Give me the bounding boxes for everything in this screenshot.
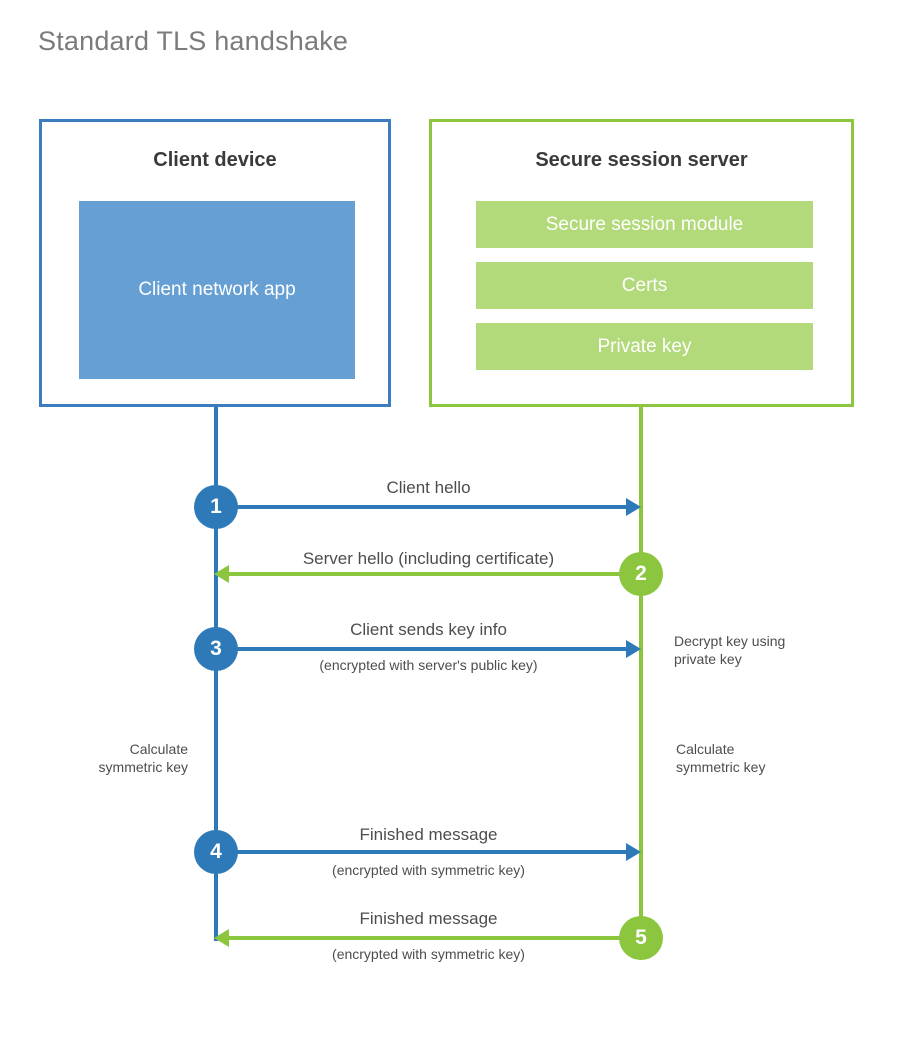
page-title: Standard TLS handshake [38, 26, 349, 56]
server-lifeline [639, 407, 643, 940]
client-device-box: Client device Client network app [39, 119, 391, 407]
server-component-secure-session-module: Secure session module [476, 201, 813, 248]
step-1-label: Client hello [386, 478, 471, 497]
step-1-arrow-line [216, 505, 626, 509]
step-1-arrow-head-icon [626, 498, 641, 516]
step-2-label: Server hello (including certificate) [302, 549, 555, 568]
annotation-decrypt-key-line-1: Decrypt key using [674, 633, 786, 649]
annotation-client-calculate-line-1: Calculate [129, 741, 188, 757]
annotation-client-calculate-symmetric-key: Calculate symmetric key [28, 740, 188, 776]
step-3-arrow-head-icon [626, 640, 641, 658]
step-5-sublabel: (encrypted with symmetric key) [332, 946, 525, 962]
step-4-label: Finished message [359, 825, 498, 844]
step-3-sublabel: (encrypted with server's public key) [319, 657, 538, 673]
step-marker-1[interactable]: 1 [194, 485, 238, 529]
secure-session-server-title: Secure session server [535, 149, 748, 171]
step-4-sublabel: (encrypted with symmetric key) [332, 862, 525, 878]
step-2-arrow-head-icon [214, 565, 229, 583]
step-marker-2[interactable]: 2 [619, 552, 663, 596]
server-component-certs: Certs [476, 262, 813, 309]
step-5-arrow-head-icon [214, 929, 229, 947]
client-network-app-block: Client network app [79, 201, 355, 379]
step-4-arrow-line [216, 850, 626, 854]
annotation-decrypt-key: Decrypt key using private key [674, 632, 854, 668]
annotation-decrypt-key-line-2: private key [674, 651, 742, 668]
step-3-label: Client sends key info [350, 620, 507, 639]
step-4-arrow-head-icon [626, 843, 641, 861]
step-5-arrow-line [229, 936, 641, 940]
annotation-server-calculate-line-2: symmetric key [676, 759, 766, 776]
secure-session-server-box: Secure session server Secure session mod… [429, 119, 854, 407]
annotation-server-calculate-line-1: Calculate [676, 741, 735, 757]
annotation-client-calculate-line-2: symmetric key [98, 759, 188, 776]
annotation-server-calculate-symmetric-key: Calculate symmetric key [676, 740, 856, 776]
client-device-title: Client device [153, 149, 277, 171]
step-marker-4[interactable]: 4 [194, 830, 238, 874]
step-3-arrow-line [216, 647, 626, 651]
client-network-app-label: Client network app [138, 279, 296, 301]
step-marker-3[interactable]: 3 [194, 627, 238, 671]
server-component-private-key: Private key [476, 323, 813, 370]
step-5-label: Finished message [359, 909, 498, 928]
client-lifeline [214, 407, 218, 941]
step-marker-5[interactable]: 5 [619, 916, 663, 960]
step-2-arrow-line [229, 572, 641, 576]
